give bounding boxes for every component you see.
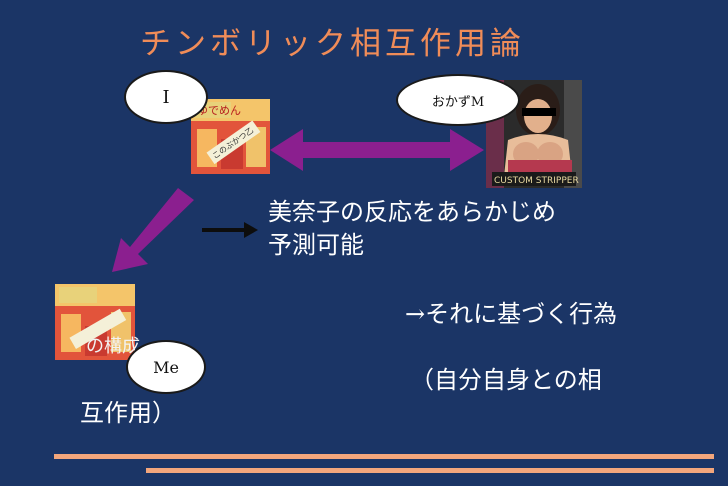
bubble-me: Me [126, 340, 206, 394]
image-m-thumbnail: CUSTOM STRIPPER [486, 80, 582, 188]
body-line-2: 予測可能 [268, 231, 364, 259]
body-line-4: （自分自身との相 [410, 366, 602, 394]
slide-title: チンボリック相互作用論 [140, 26, 525, 62]
body-line-6: の構成 [86, 336, 140, 357]
body-line-5: 互作用） [80, 399, 176, 427]
body-line-3: →それに基づく行為 [405, 300, 618, 328]
footer-rule-top [54, 454, 714, 459]
body-line-1: 美奈子の反応をあらかじめ [268, 198, 556, 226]
image-m-caption: CUSTOM STRIPPER [494, 176, 579, 186]
image-i-thumbnail: ゆでめん このぶかつ乙 [191, 99, 270, 174]
footer-rule-bottom [146, 468, 714, 473]
bubble-i: I [124, 70, 208, 124]
right-arrow-icon [202, 222, 258, 238]
image-i-sign: ゆでめん [197, 104, 241, 117]
double-arrow-icon [270, 129, 484, 171]
diagonal-arrow-icon [112, 188, 194, 272]
image-me-thumbnail [55, 284, 135, 360]
bubble-m: おかずM [396, 74, 520, 126]
